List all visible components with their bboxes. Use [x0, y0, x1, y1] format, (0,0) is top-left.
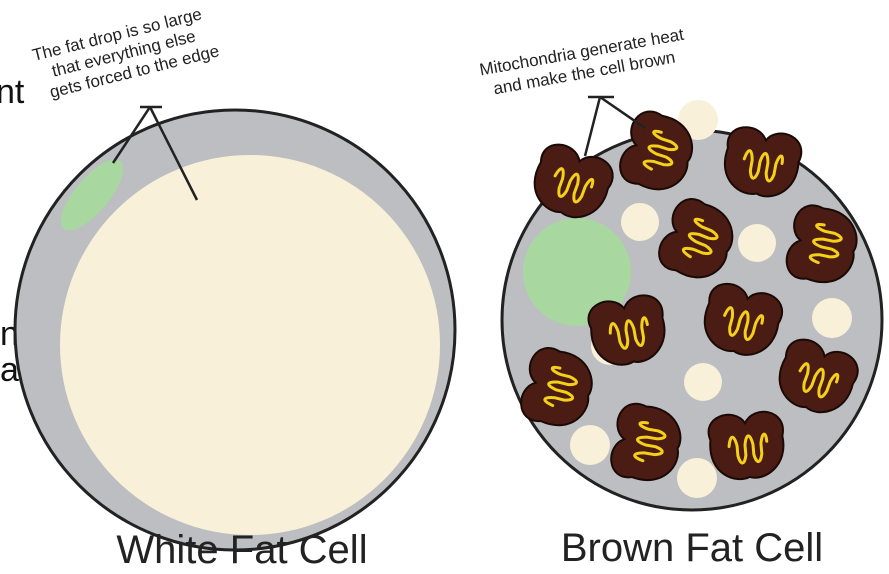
brown-cell-label: Brown Fat Cell — [561, 526, 823, 570]
lipid-droplet-icon — [621, 203, 659, 241]
lipid-droplet-icon — [812, 298, 852, 338]
white-cell-fat-droplet — [60, 155, 440, 535]
lipid-droplet-icon — [677, 458, 717, 498]
white-cell-annotation: The fat drop is so large that everything… — [30, 2, 221, 103]
lipid-droplet-icon — [738, 224, 776, 262]
white-fat-cell: The fat drop is so large that everything… — [15, 2, 455, 572]
lipid-droplet-icon — [570, 425, 610, 465]
brown-fat-cell: Mitochondria generate heat and make the … — [478, 25, 882, 570]
lipid-droplet-icon — [684, 363, 722, 401]
white-cell-label: White Fat Cell — [116, 528, 367, 572]
brown-cell-annotation: Mitochondria generate heat and make the … — [478, 25, 689, 100]
